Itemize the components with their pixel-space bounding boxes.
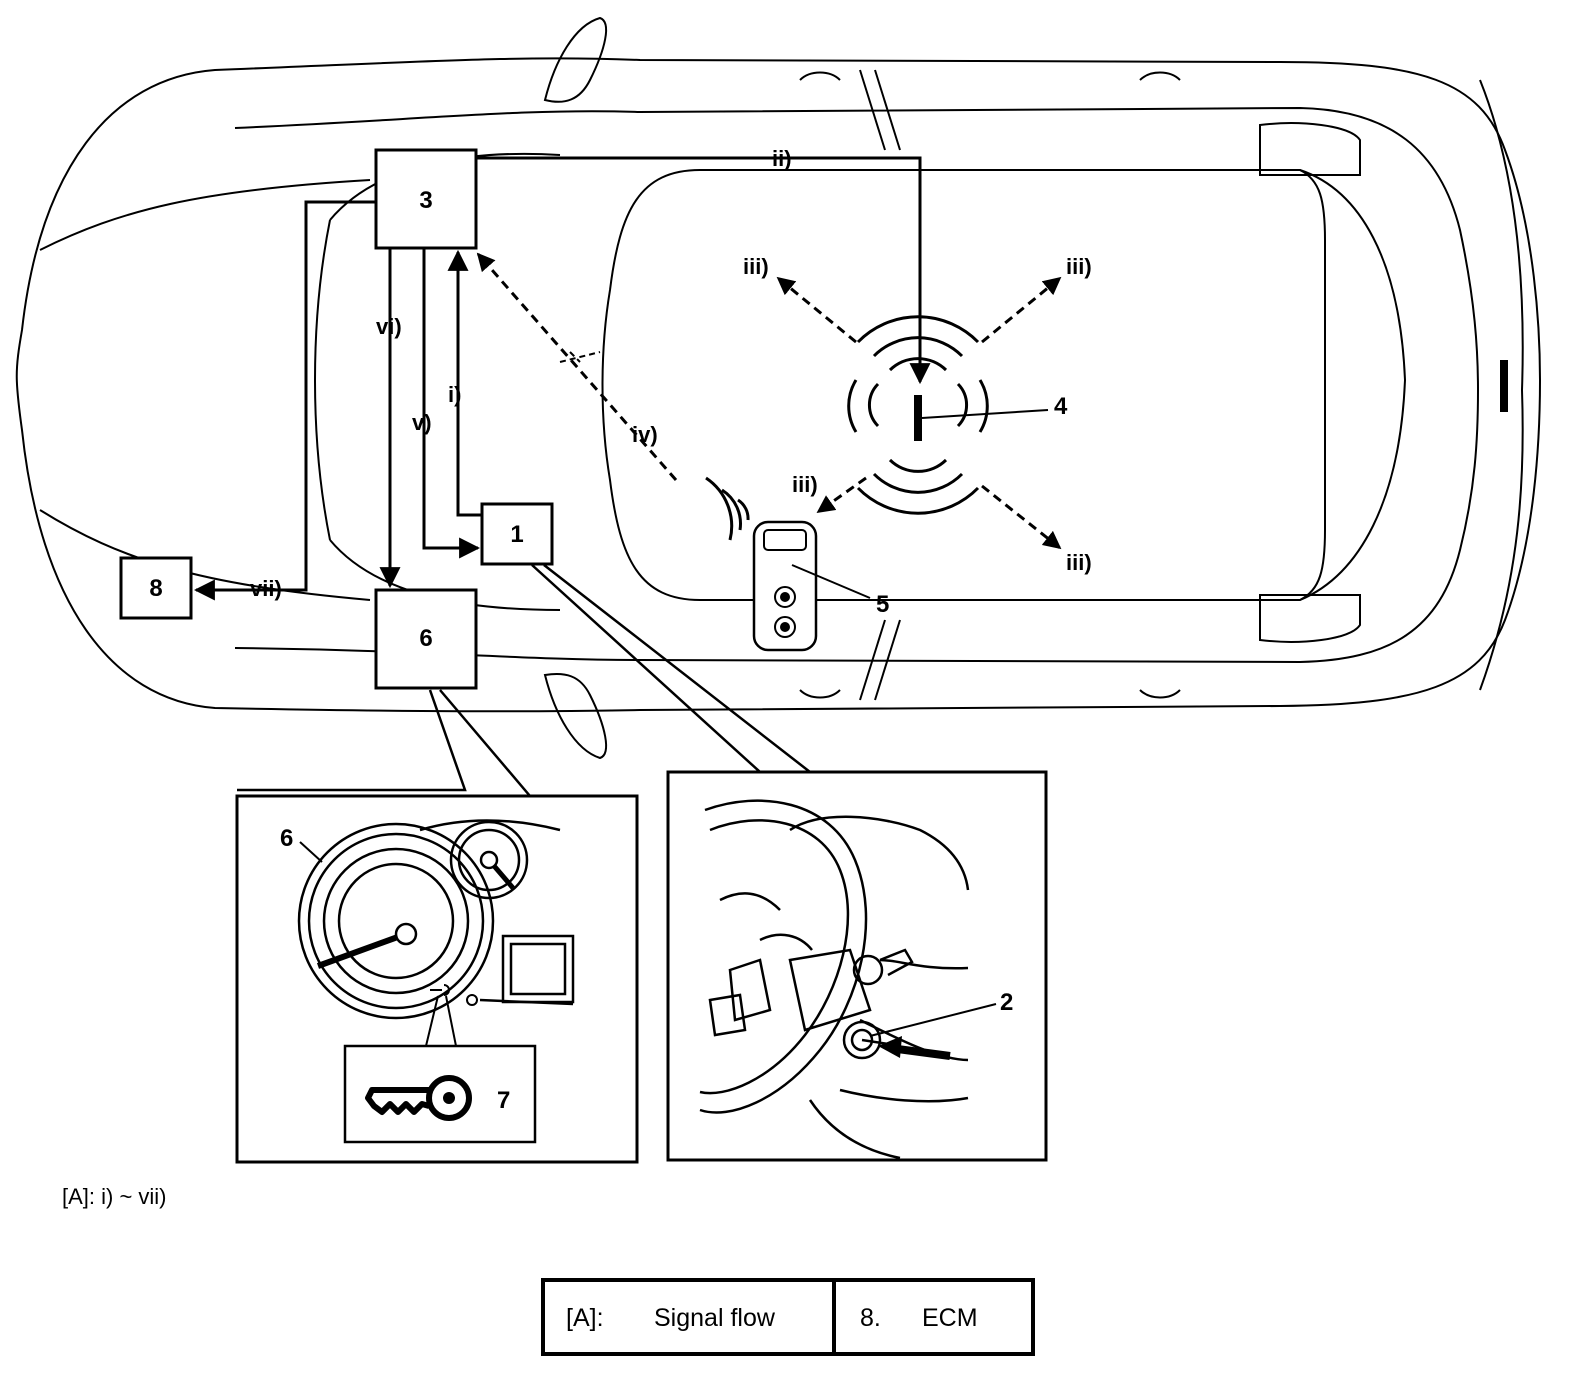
callout-6-detail: 6 <box>280 825 293 852</box>
signal-iii-line-ur <box>981 276 1062 344</box>
label-vii: vii) <box>250 576 282 601</box>
callout-7: 7 <box>497 1087 510 1114</box>
rear-wiper <box>1500 360 1508 412</box>
signal-lines <box>193 156 931 601</box>
callout-2: 2 <box>1000 989 1013 1016</box>
radio-signals <box>476 252 1062 550</box>
antenna-waves <box>847 315 989 515</box>
label-iii-lr: iii) <box>1066 550 1092 575</box>
key-warning-box <box>343 1044 537 1144</box>
signal-iv-line <box>476 252 678 481</box>
signal-vii-line <box>193 200 376 601</box>
key-fob-5 <box>752 520 818 652</box>
dashed-bend <box>559 351 601 363</box>
svg-text:8: 8 <box>149 575 162 602</box>
leader-5 <box>791 564 871 599</box>
signal-ii-line <box>476 156 931 385</box>
legend-ecm-key: 8. <box>860 1304 881 1332</box>
legend-ecm-value: ECM <box>922 1304 978 1332</box>
label-v: v) <box>412 410 432 435</box>
legend-table: [A]: Signal flow 8. ECM <box>541 1278 1035 1356</box>
fob-waves <box>705 476 750 541</box>
box-1: 1 <box>480 502 554 566</box>
label-i: i) <box>448 382 461 407</box>
box-3: 3 <box>374 148 478 250</box>
svg-text:1: 1 <box>510 521 523 548</box>
callout-4: 4 <box>1054 393 1068 420</box>
box-8-ecm: 8 <box>119 556 193 620</box>
car-outline <box>15 16 1542 760</box>
legend-a-key: [A]: <box>566 1304 604 1332</box>
label-iii-ur: iii) <box>1066 254 1092 279</box>
box-6: 6 <box>374 588 478 690</box>
antenna-4 <box>914 395 922 441</box>
label-ii: ii) <box>772 146 792 171</box>
svg-text:3: 3 <box>419 187 432 214</box>
label-iv: iv) <box>632 422 658 447</box>
label-iii-ll: iii) <box>792 472 818 497</box>
signal-flow-caption: [A]: i) ~ vii) <box>62 1184 167 1209</box>
label-iii-ul: iii) <box>743 254 769 279</box>
label-vi: vi) <box>376 314 402 339</box>
ignition-detail-panel: 2 <box>666 770 1048 1162</box>
signal-v-line <box>422 248 481 559</box>
signal-i-line <box>447 249 482 517</box>
leader-4 <box>921 409 1049 419</box>
signal-iii-line-lr <box>981 484 1062 550</box>
callout-5: 5 <box>876 591 889 618</box>
legend-a-value: Signal flow <box>654 1304 776 1332</box>
svg-text:6: 6 <box>419 625 432 652</box>
key-icon <box>365 1075 472 1121</box>
signal-iii-line-ul <box>776 276 857 344</box>
signal-iii-line-ll <box>816 476 867 514</box>
meter-detail-panel: 7 6 <box>235 794 639 1164</box>
